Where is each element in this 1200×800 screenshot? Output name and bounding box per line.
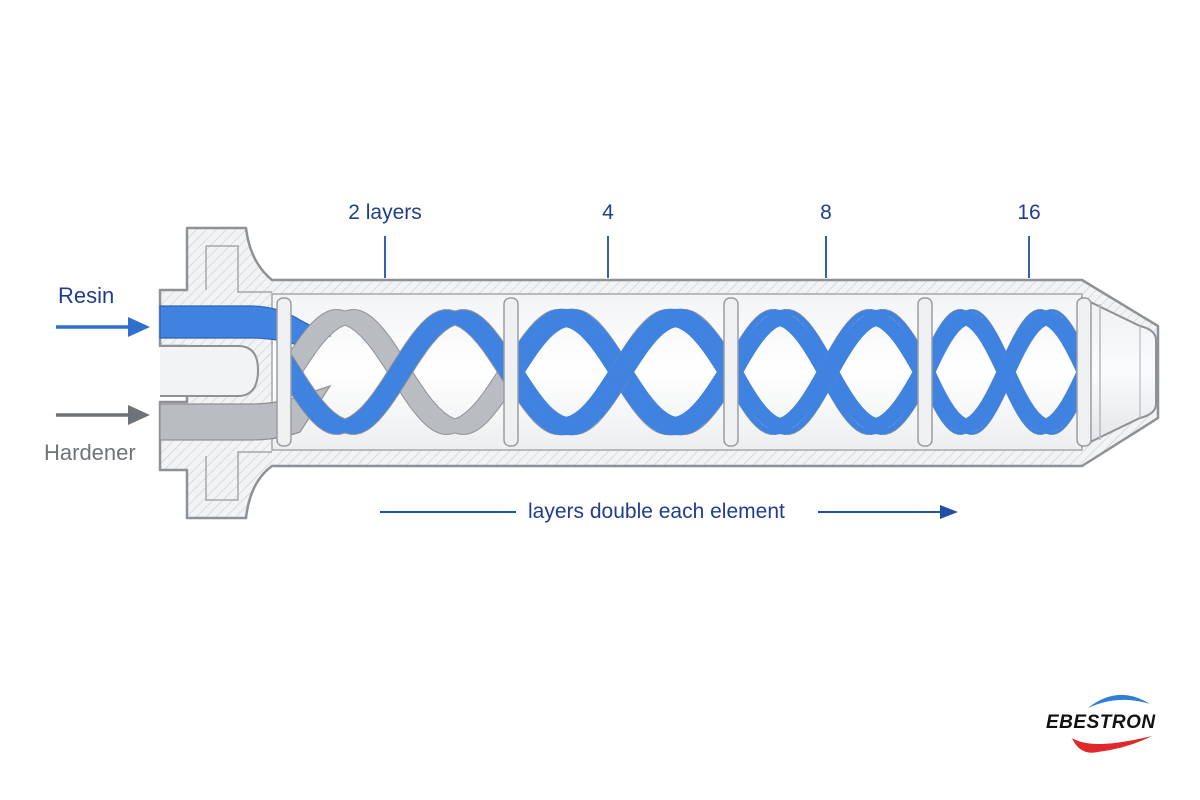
stage-label-1: 2 layers: [348, 201, 422, 224]
progression-arrow: [380, 505, 958, 519]
stage-ticks: [384, 236, 1030, 278]
stage-label-4: 16: [1017, 201, 1041, 224]
ribbon-a-3: [729, 309, 927, 435]
caption-layers-double: layers double each element: [528, 500, 785, 523]
separator-ring-2: [503, 297, 519, 447]
hardener-label: Hardener: [44, 440, 136, 465]
stage-label-3: 8: [820, 201, 832, 224]
element-separators: [276, 297, 1092, 447]
ribbon-a-4: [924, 309, 1086, 435]
brand-logo-mark: [1072, 694, 1152, 753]
resin-label: Resin: [58, 283, 115, 308]
stage-label-2: 4: [602, 201, 614, 224]
separator-ring-5: [1076, 297, 1092, 447]
separator-ring-4: [917, 297, 933, 447]
separator-ring-3: [723, 297, 739, 447]
brand-name: EBESTRON: [1046, 712, 1156, 733]
hardener-arrow: [56, 405, 150, 425]
resin-arrow: [56, 317, 150, 337]
nozzle-tip: [1081, 296, 1157, 448]
separator-ring-1: [276, 297, 292, 447]
